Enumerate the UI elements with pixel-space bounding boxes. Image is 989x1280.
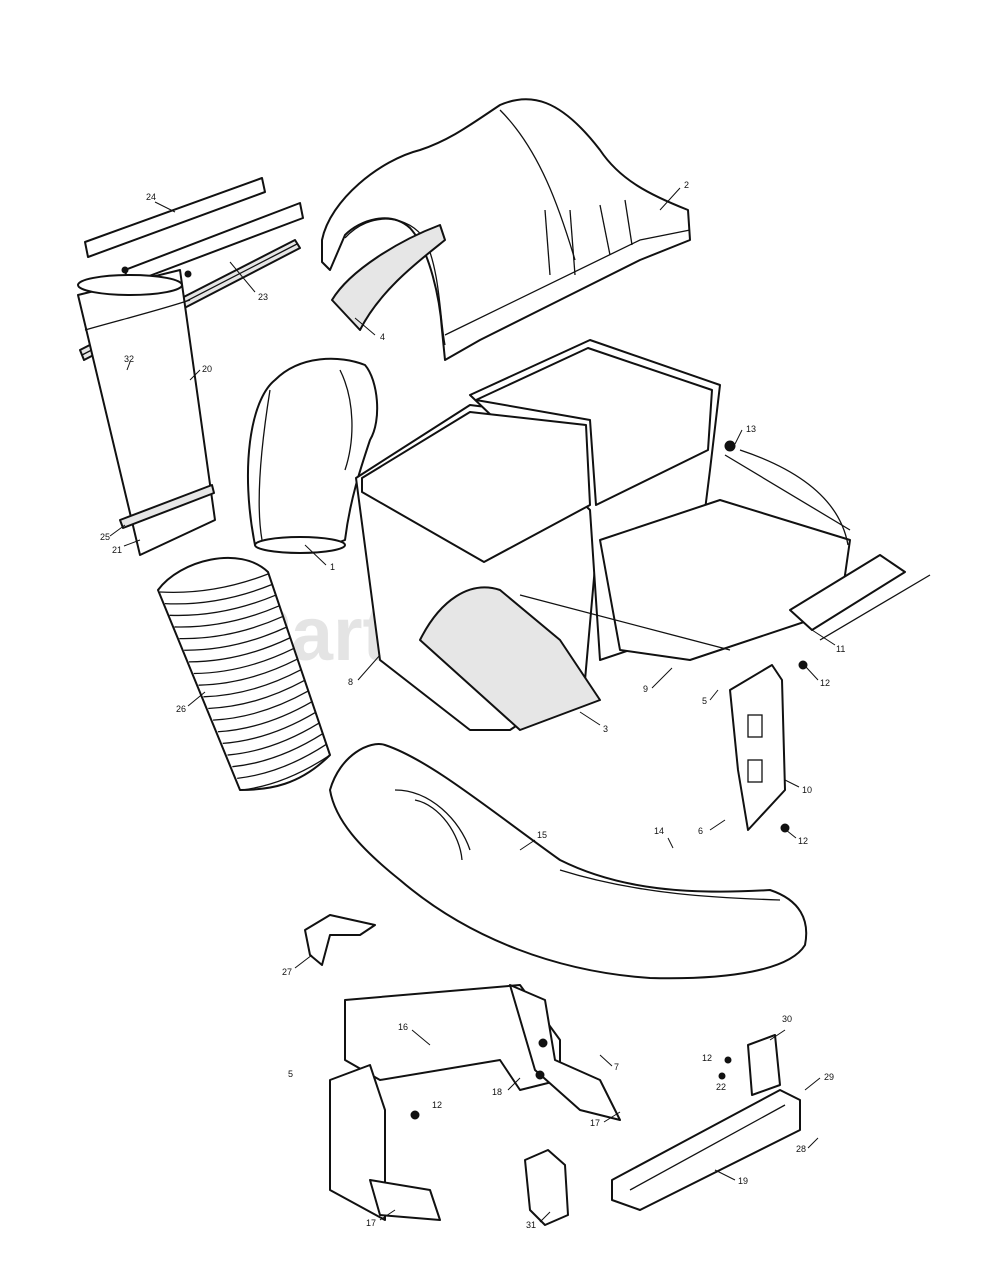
callout-3: 3 — [603, 724, 608, 734]
callout-12c: 12 — [432, 1100, 442, 1110]
callout-24: 24 — [146, 192, 156, 202]
hose-rib — [188, 637, 291, 663]
callout-15: 15 — [537, 830, 547, 840]
hose-rib — [203, 669, 302, 698]
callout-13: 13 — [746, 424, 756, 434]
frame-brackets — [329, 984, 621, 1221]
hardware — [121, 266, 808, 1120]
callout-labels: 24 23 2 4 32 20 1 25 21 26 8 3 9 13 11 1… — [100, 180, 845, 1230]
callout-9: 9 — [643, 684, 648, 694]
callout-17b: 17 — [366, 1218, 376, 1228]
hose-rib — [193, 647, 294, 675]
callout-12d: 12 — [702, 1053, 712, 1063]
callout-17a: 17 — [590, 1118, 600, 1128]
adapter-tube — [77, 269, 216, 556]
callout-26: 26 — [176, 704, 186, 714]
callout-16: 16 — [398, 1022, 408, 1032]
callout-1: 1 — [330, 562, 335, 572]
leader-lines — [109, 187, 836, 1223]
callout-32: 32 — [124, 354, 134, 364]
callout-6: 6 — [698, 826, 703, 836]
rod — [789, 554, 931, 641]
callout-5b: 5 — [288, 1069, 293, 1079]
callout-2: 2 — [684, 180, 689, 190]
callout-30: 30 — [782, 1014, 792, 1024]
hose-rib — [237, 743, 327, 779]
callout-4: 4 — [380, 332, 385, 342]
hose-rib — [169, 594, 276, 617]
hose-rib — [217, 701, 313, 733]
bracket-plate — [729, 664, 786, 831]
callout-7: 7 — [614, 1062, 619, 1072]
callout-19: 19 — [738, 1176, 748, 1186]
end-brackets — [524, 1034, 781, 1226]
lower-chute — [329, 743, 808, 980]
callout-23: 23 — [258, 292, 268, 302]
small-bracket — [304, 914, 376, 966]
hose-rib — [184, 626, 287, 651]
callout-11: 11 — [836, 644, 845, 654]
hose-rib — [227, 722, 320, 756]
callout-12a: 12 — [820, 678, 830, 688]
hose-rib — [159, 573, 269, 593]
callout-21: 21 — [112, 545, 122, 555]
callout-5a: 5 — [702, 696, 707, 706]
callout-12b: 12 — [798, 836, 808, 846]
hose-rib — [179, 615, 283, 640]
callout-31: 31 — [526, 1220, 536, 1230]
callout-18: 18 — [492, 1087, 502, 1097]
callout-27: 27 — [282, 967, 292, 977]
chute-elbow — [247, 357, 379, 554]
callout-10: 10 — [802, 785, 812, 795]
corrugated-hose — [157, 557, 331, 791]
rear-bumper — [611, 1089, 801, 1211]
callout-20: 20 — [202, 364, 212, 374]
hose-rib — [174, 605, 280, 628]
callout-14: 14 — [654, 826, 664, 836]
hose-rib — [241, 754, 331, 791]
bag-assembly — [355, 339, 851, 731]
hose-rib — [232, 733, 324, 768]
callout-8: 8 — [348, 677, 353, 687]
hose-rib — [198, 658, 298, 686]
hose-rib — [208, 679, 305, 710]
top-cover — [321, 98, 691, 361]
callout-28: 28 — [796, 1144, 806, 1154]
hose-rib — [222, 711, 316, 745]
hose-rib — [213, 690, 309, 721]
callout-22: 22 — [716, 1082, 726, 1092]
callout-25: 25 — [100, 532, 110, 542]
callout-29: 29 — [824, 1072, 834, 1082]
hose-rib — [164, 584, 272, 605]
